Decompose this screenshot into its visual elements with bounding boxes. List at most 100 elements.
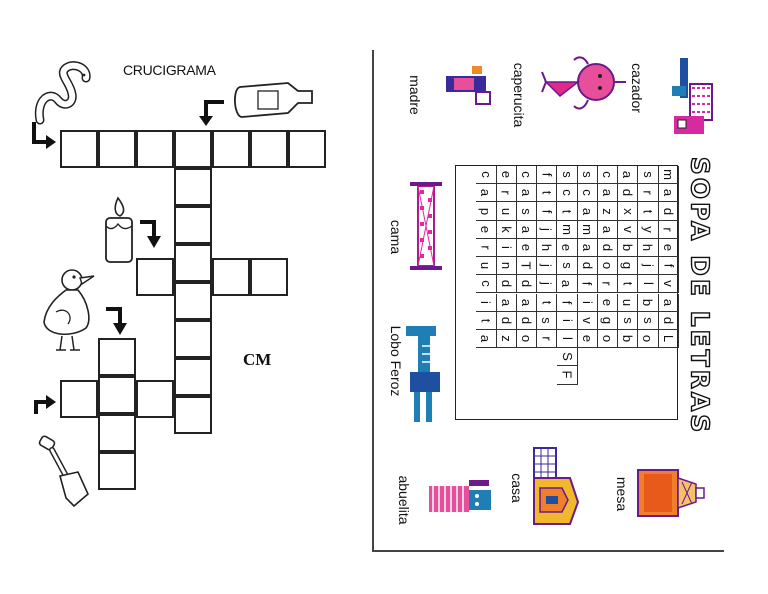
crossword-cell[interactable] [136, 258, 174, 296]
grid-letter: a [658, 293, 679, 312]
grid-letter: d [496, 311, 517, 330]
crossword-cell[interactable] [250, 130, 288, 168]
grid-letter: l [557, 329, 578, 349]
label-casa: casa [509, 473, 525, 503]
grid-letter: j [537, 275, 558, 294]
label-madre: madre [407, 75, 423, 115]
grid-letter: e [516, 238, 538, 258]
grid-letter: u [476, 257, 497, 276]
grid-letter: z [496, 329, 517, 349]
grid-letter: c [557, 184, 578, 203]
grid-letter: a [496, 293, 517, 312]
grandmother-icon [429, 480, 491, 512]
grid-letter: s [537, 311, 558, 330]
grid-letter: e [597, 293, 619, 312]
grid-letter: u [496, 202, 517, 221]
grid-letter: o [597, 329, 619, 349]
crossword-cell[interactable] [98, 414, 136, 452]
grid-letter: a [658, 184, 679, 203]
grid-letter: d [658, 202, 679, 221]
grid-letter: e [658, 238, 679, 258]
arrow-icon [140, 220, 161, 248]
grid-letter: t [537, 184, 558, 203]
crossword-cell[interactable] [174, 168, 212, 206]
grid-letter: m [658, 166, 679, 185]
arrow-icon [34, 395, 56, 414]
grid-letter: s [618, 311, 639, 330]
label-cama: cama [388, 219, 404, 255]
grid-letter: x [618, 202, 639, 221]
crossword-cell[interactable] [136, 380, 174, 418]
grid-letter: T [516, 257, 538, 276]
grid-letter: k [496, 220, 517, 239]
crossword-cell[interactable] [174, 130, 212, 168]
grid-letter: r [496, 184, 517, 203]
grid-letter: i [557, 311, 578, 330]
grid-letter: b [638, 293, 659, 312]
word-search-frame [372, 50, 724, 552]
crossword-cell[interactable] [174, 320, 212, 358]
grid-letter: s [577, 166, 598, 185]
crossword-cell[interactable] [174, 396, 212, 434]
grid-letter: d [496, 275, 517, 294]
grid-letter: t [557, 202, 578, 221]
grid-letter: o [638, 329, 659, 349]
mother-icon [446, 66, 491, 105]
grid-letter: c [516, 166, 538, 185]
grid-letter: g [597, 311, 619, 330]
grid-letter: a [516, 293, 538, 312]
grid-letter: a [618, 166, 639, 185]
grid-letter: r [658, 220, 679, 239]
crossword-cell[interactable] [250, 258, 288, 296]
crossword-cell[interactable] [98, 376, 136, 414]
crossword-cell[interactable] [174, 244, 212, 282]
grid-letter: t [618, 275, 639, 294]
grid-letter: l [638, 275, 659, 294]
crossword-cell[interactable] [98, 452, 136, 490]
grid-letter: a [476, 329, 497, 349]
crossword-cell[interactable] [174, 206, 212, 244]
crossword-cell[interactable] [174, 282, 212, 320]
grid-letter: s [516, 202, 538, 221]
grid-letter: i [476, 293, 497, 312]
grid-letter: t [476, 311, 497, 330]
crossword-cell[interactable] [212, 258, 250, 296]
word-search-title: SOPA DE LETRAS [685, 156, 715, 436]
grid-letter: S [557, 348, 578, 367]
crossword-cell[interactable] [98, 130, 136, 168]
grid-letter: j [537, 220, 558, 239]
grid-letter: e [577, 329, 598, 349]
grid-letter: a [516, 220, 538, 239]
crossword-cell[interactable] [60, 130, 98, 168]
crossword-cell[interactable] [212, 130, 250, 168]
grid-letter: d [516, 311, 538, 330]
arrow-icon [32, 122, 56, 149]
crossword-cell[interactable] [136, 130, 174, 168]
grid-letter: s [638, 311, 659, 330]
grid-letter: j [638, 257, 659, 276]
crossword-title: CRUCIGRAMA [123, 62, 216, 78]
grid-letter: p [476, 202, 497, 221]
crossword-cell[interactable] [288, 130, 326, 168]
grid-letter: L [658, 329, 679, 349]
grid-letter: c [476, 275, 497, 294]
grid-letter: d [597, 238, 619, 258]
label-abuelita: abuelita [396, 475, 412, 525]
grid-letter: c [476, 166, 497, 185]
crossword-cell[interactable] [98, 338, 136, 376]
grid-letter: g [618, 257, 639, 276]
crossword-cell[interactable] [60, 380, 98, 418]
grid-letter: m [557, 220, 578, 239]
crossword-cell[interactable] [174, 358, 212, 396]
grid-letter: a [516, 184, 538, 203]
grid-letter: h [537, 238, 558, 258]
grid-letter: y [638, 220, 659, 239]
label-mesa: mesa [614, 476, 630, 512]
grid-letter: r [537, 329, 558, 349]
grid-letter: a [597, 184, 619, 203]
grid-letter: c [577, 184, 598, 203]
grid-letter: a [557, 275, 578, 294]
grid-letter: f [658, 257, 679, 276]
grid-letter: f [577, 275, 598, 294]
